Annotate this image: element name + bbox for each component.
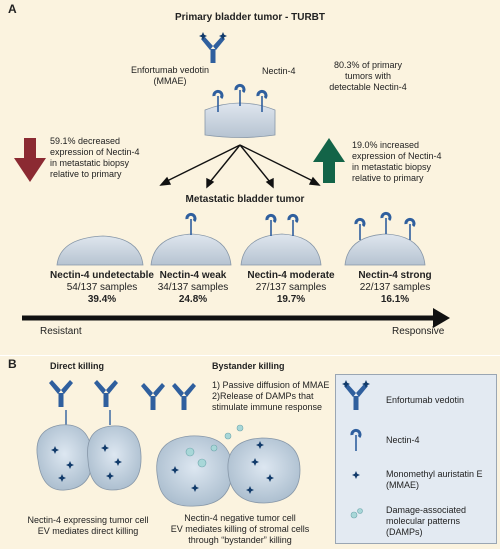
direct-killing-title: Direct killing — [50, 361, 105, 371]
panel-a-letter: A — [8, 2, 17, 16]
panel-a-title: Primary bladder tumor - TURBT — [174, 12, 326, 23]
legend-label-antibody: Enfortumab vedotin — [386, 395, 465, 405]
legend-icons — [342, 380, 370, 519]
antibody-icon — [199, 32, 227, 63]
category-weak: Nectin-4 weak 34/137 samples 24.8% — [157, 270, 229, 305]
antibody-icon — [342, 380, 370, 410]
increase-arrow-icon — [313, 138, 345, 183]
direct-killing-illustration — [36, 380, 142, 491]
category-moderate: Nectin-4 moderate 27/137 samples 19.7% — [247, 270, 335, 305]
mmae-star-icon — [352, 471, 360, 479]
drug-label: Enfortumab vedotin(MMAE) — [130, 65, 210, 86]
branch-arrows — [159, 144, 321, 189]
category-strong: Nectin-4 strong 22/137 samples 16.1% — [358, 270, 432, 305]
category-undetectable: Nectin-4 undetectable 54/137 samples 39.… — [50, 270, 154, 305]
bystander-killing-illustration — [141, 383, 301, 507]
bystander-killing-title: Bystander killing — [212, 361, 285, 371]
nectin4-receptor-icon — [350, 428, 362, 453]
metastatic-title: Metastatic bladder tumor — [185, 194, 305, 205]
damp-icon — [350, 508, 363, 519]
target-label: Nectin-4 — [262, 66, 296, 76]
legend-label-mmae: Monomethyl auristatin E(MMAE) — [386, 469, 483, 490]
axis-label-responsive: Responsive — [392, 326, 445, 337]
legend: Enfortumab vedotin Nectin-4 Monomethyl a… — [335, 374, 497, 544]
panel-b-letter: B — [8, 357, 17, 371]
axis-label-resistant: Resistant — [40, 326, 82, 337]
legend-label-nectin4: Nectin-4 — [386, 435, 420, 445]
metastatic-tumor-icons — [56, 211, 426, 266]
decrease-arrow-icon — [14, 138, 46, 182]
resistance-axis-arrow — [22, 308, 450, 328]
primary-tumor-icon — [204, 83, 276, 138]
panel-a — [0, 0, 500, 355]
